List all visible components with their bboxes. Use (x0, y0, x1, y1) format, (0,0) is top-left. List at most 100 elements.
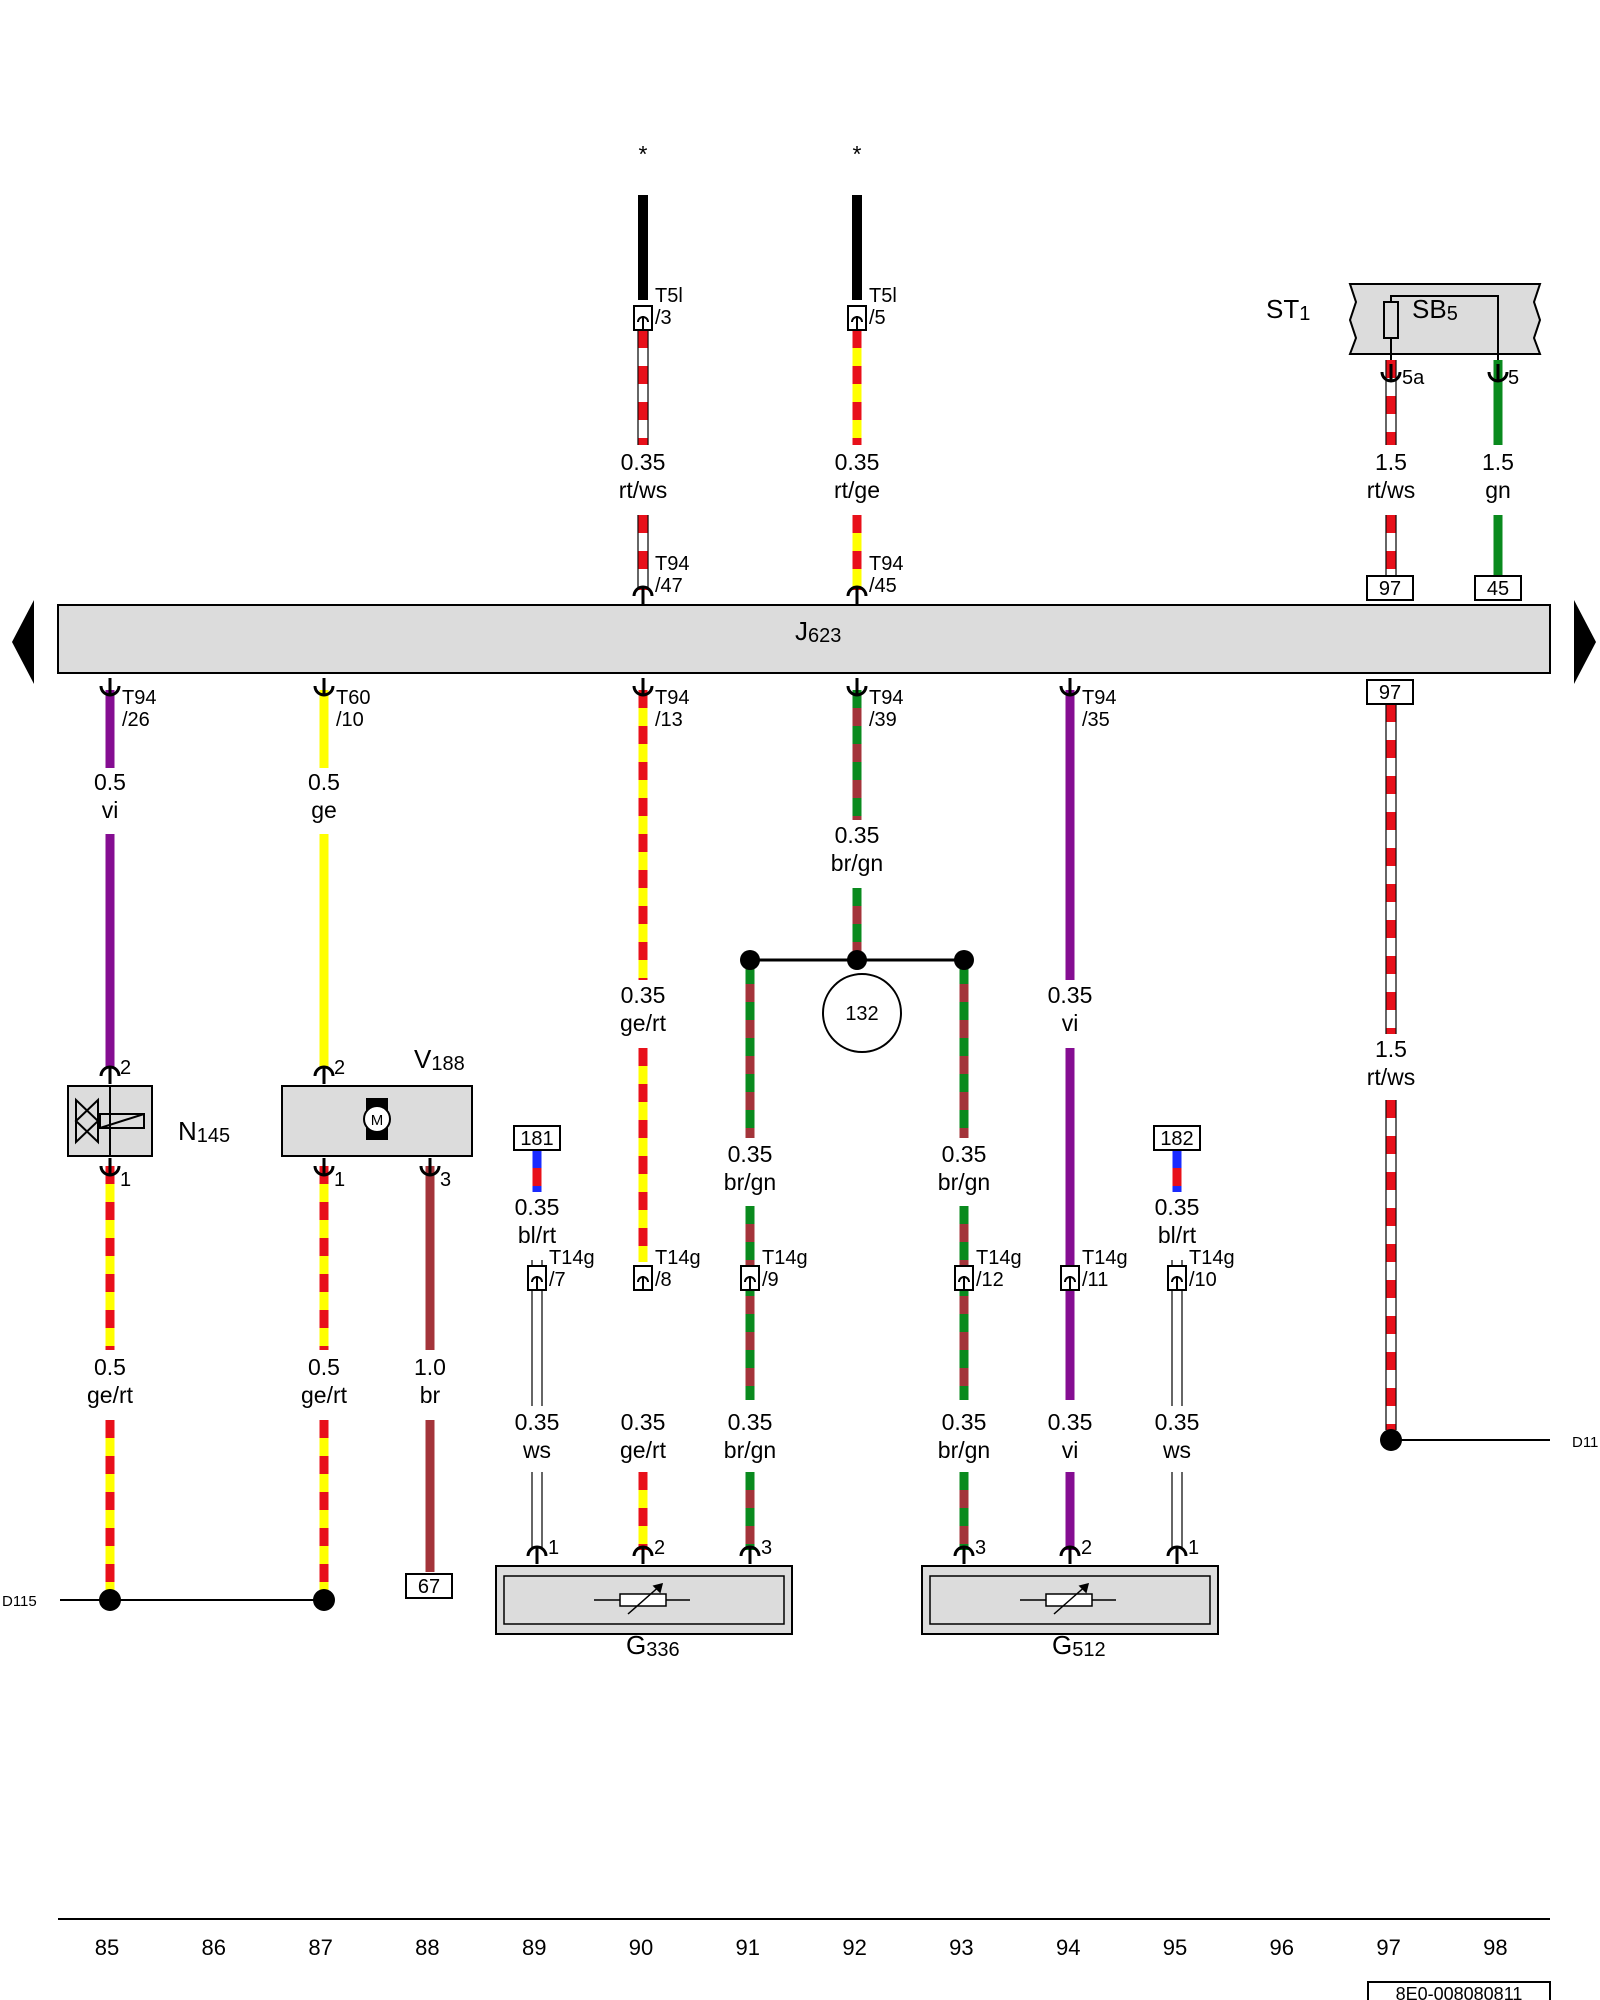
conn-t14g-10-pin: /10 (1189, 1269, 1217, 1291)
inline-connector-pin (531, 1276, 543, 1290)
conn-t14g-12-id: T14g (976, 1247, 1022, 1269)
ref-box-45 (1474, 575, 1522, 601)
conn-t94-47-pin: /47 (655, 575, 683, 597)
splice-dot (313, 1589, 335, 1611)
arrow-right-icon (1574, 600, 1596, 684)
label-92-top-color: rt/ge (834, 477, 880, 503)
arrow-left-icon (12, 600, 34, 684)
ref-box-97b (1366, 679, 1414, 705)
pin-n145-2: 2 (120, 1057, 131, 1079)
ref-box-67 (405, 1573, 453, 1599)
conn-t14g-8-id: T14g (655, 1247, 701, 1269)
fuse-label: SB5 (1412, 294, 1458, 325)
column-number: 87 (308, 1935, 332, 1960)
splice-dot (99, 1589, 121, 1611)
column-number: 96 (1270, 1935, 1294, 1960)
label-87-low-color: ge/rt (301, 1382, 348, 1408)
ref-67: 67 (418, 1576, 440, 1598)
pin-g512-3: 3 (975, 1537, 986, 1559)
label-90-mid-size: 0.35 (621, 982, 666, 1008)
conn-t5l-3-id: T5l (655, 285, 683, 307)
pin-g336-3: 3 (761, 1537, 772, 1559)
label-92-mid-size: 0.35 (835, 822, 880, 848)
label-97-top-size: 1.5 (1375, 449, 1407, 475)
label-85-low-size: 0.5 (94, 1354, 126, 1380)
conn-t94-35-id: T94 (1082, 687, 1116, 709)
ref-45: 45 (1487, 578, 1509, 600)
label-87-low-size: 0.5 (308, 1354, 340, 1380)
label-89-low-color: ws (522, 1437, 551, 1463)
conn-t94-13-id: T94 (655, 687, 689, 709)
conn-t94-35-pin: /35 (1082, 709, 1110, 731)
conn-t14g-11-id: T14g (1082, 1247, 1128, 1269)
conn-t94-47-id: T94 (655, 553, 689, 575)
label-95-182-size: 0.35 (1155, 1194, 1200, 1220)
label-93-low-color: br/gn (938, 1437, 990, 1463)
ref-star: * (853, 141, 862, 167)
label-85-color: vi (102, 797, 119, 823)
conn-t14g-12-pin: /12 (976, 1269, 1004, 1291)
motor-icon (363, 1105, 391, 1133)
conn-t94-13-pin: /13 (655, 709, 683, 731)
component-n145-label: N145 (178, 1116, 230, 1147)
label-90-top-size: 0.35 (621, 449, 666, 475)
column-number: 95 (1163, 1935, 1187, 1960)
ref-182: 182 (1160, 1128, 1193, 1150)
conn-t5l-5-pin: /5 (869, 307, 886, 329)
ref-d11: D11 (1572, 1434, 1598, 1451)
diagram-id: 8E0-008080811 (1396, 1984, 1523, 2000)
ref-star: * (639, 141, 648, 167)
label-91-mid-size: 0.35 (728, 1141, 773, 1167)
column-number: 85 (95, 1935, 119, 1960)
pin-5a: 5a (1402, 367, 1425, 389)
pin-g336-2: 2 (654, 1537, 665, 1559)
conn-t14g-10-id: T14g (1189, 1247, 1235, 1269)
pin-g512-1: 1 (1188, 1537, 1199, 1559)
conn-t5l-5-id: T5l (869, 285, 897, 307)
variable-resistor-icon (594, 1582, 690, 1615)
label-89-181-color: bl/rt (518, 1222, 557, 1248)
conn-t60-10-pin: /10 (336, 709, 364, 731)
motor-letter: M (371, 1112, 384, 1129)
label-97-mid-color: rt/ws (1367, 1064, 1416, 1090)
pin-v188-3: 3 (440, 1169, 451, 1191)
label-98-top-size: 1.5 (1482, 449, 1514, 475)
label-94-mid-color: vi (1062, 1010, 1079, 1036)
inline-connector-pin (637, 1276, 649, 1290)
column-number: 90 (629, 1935, 653, 1960)
label-93-mid-color: br/gn (938, 1169, 990, 1195)
column-number: 89 (522, 1935, 546, 1960)
column-number: 93 (949, 1935, 973, 1960)
pin-g336-1: 1 (548, 1537, 559, 1559)
ref-181: 181 (520, 1128, 553, 1150)
control-unit-j623 (57, 604, 1551, 674)
column-number: 91 (736, 1935, 760, 1960)
conn-t94-26-pin: /26 (122, 709, 150, 731)
pin-v188-2: 2 (334, 1057, 345, 1079)
inline-connector-pin (744, 1276, 756, 1290)
conn-t94-26-id: T94 (122, 687, 156, 709)
label-97-mid-size: 1.5 (1375, 1036, 1407, 1062)
conn-t14g-8-pin: /8 (655, 1269, 672, 1291)
label-90-top-color: rt/ws (619, 477, 668, 503)
label-85-size: 0.5 (94, 769, 126, 795)
label-93-low-size: 0.35 (942, 1409, 987, 1435)
label-91-mid-color: br/gn (724, 1169, 776, 1195)
label-92-mid-color: br/gn (831, 850, 883, 876)
label-92-top-size: 0.35 (835, 449, 880, 475)
component-g512-label: G512 (1052, 1630, 1106, 1661)
label-85-low-color: ge/rt (87, 1382, 134, 1408)
ref-d115: D115 (2, 1593, 37, 1610)
conn-t14g-11-pin: /11 (1082, 1269, 1108, 1291)
inline-connector-pin (637, 316, 649, 330)
ref-box-181 (513, 1125, 561, 1151)
inline-connector-pin (1171, 1276, 1183, 1290)
label-89-181-size: 0.35 (515, 1194, 560, 1220)
label-95-low-color: ws (1162, 1437, 1191, 1463)
label-98-top-color: gn (1485, 477, 1511, 503)
inline-connector-pin (851, 316, 863, 330)
component-v188-label: V188 (414, 1044, 465, 1075)
inline-connector-pin (1064, 1276, 1076, 1290)
